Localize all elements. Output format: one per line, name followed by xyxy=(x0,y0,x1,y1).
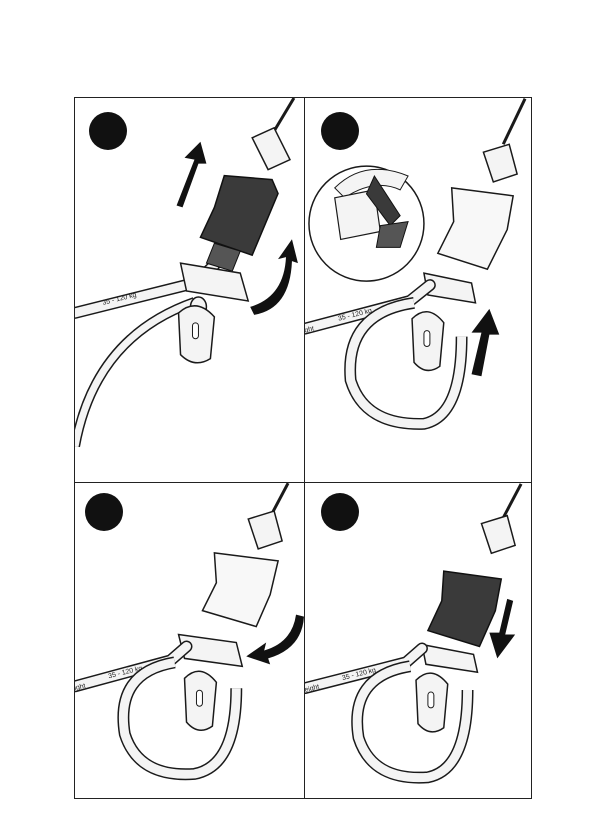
step-panel-2: ght 35 - 120 kg xyxy=(304,97,532,483)
edge-text-2: ght xyxy=(305,325,315,334)
step-illustration-1: 35 - 120 kg xyxy=(75,98,304,482)
curved-arrow-icon-1 xyxy=(250,239,298,315)
slider-sleeve-3 xyxy=(202,553,278,627)
arrow-up-icon-2 xyxy=(472,309,500,376)
slider-sleeve-2 xyxy=(438,188,513,269)
step-illustration-2: ght 35 - 120 kg xyxy=(305,98,531,482)
step-panel-4: eight 35 - 120 kg xyxy=(304,483,532,799)
step-panel-1: 35 - 120 kg xyxy=(74,97,304,483)
step-illustration-3: ight 35 - 120 kg xyxy=(75,483,304,798)
step-panel-3: ight 35 - 120 kg xyxy=(74,483,304,799)
step-illustration-4: eight 35 - 120 kg xyxy=(305,483,531,798)
edge-text-3: ight xyxy=(75,683,86,693)
arrow-up-icon-1 xyxy=(177,142,207,208)
slider-sleeve-1 xyxy=(200,176,278,256)
